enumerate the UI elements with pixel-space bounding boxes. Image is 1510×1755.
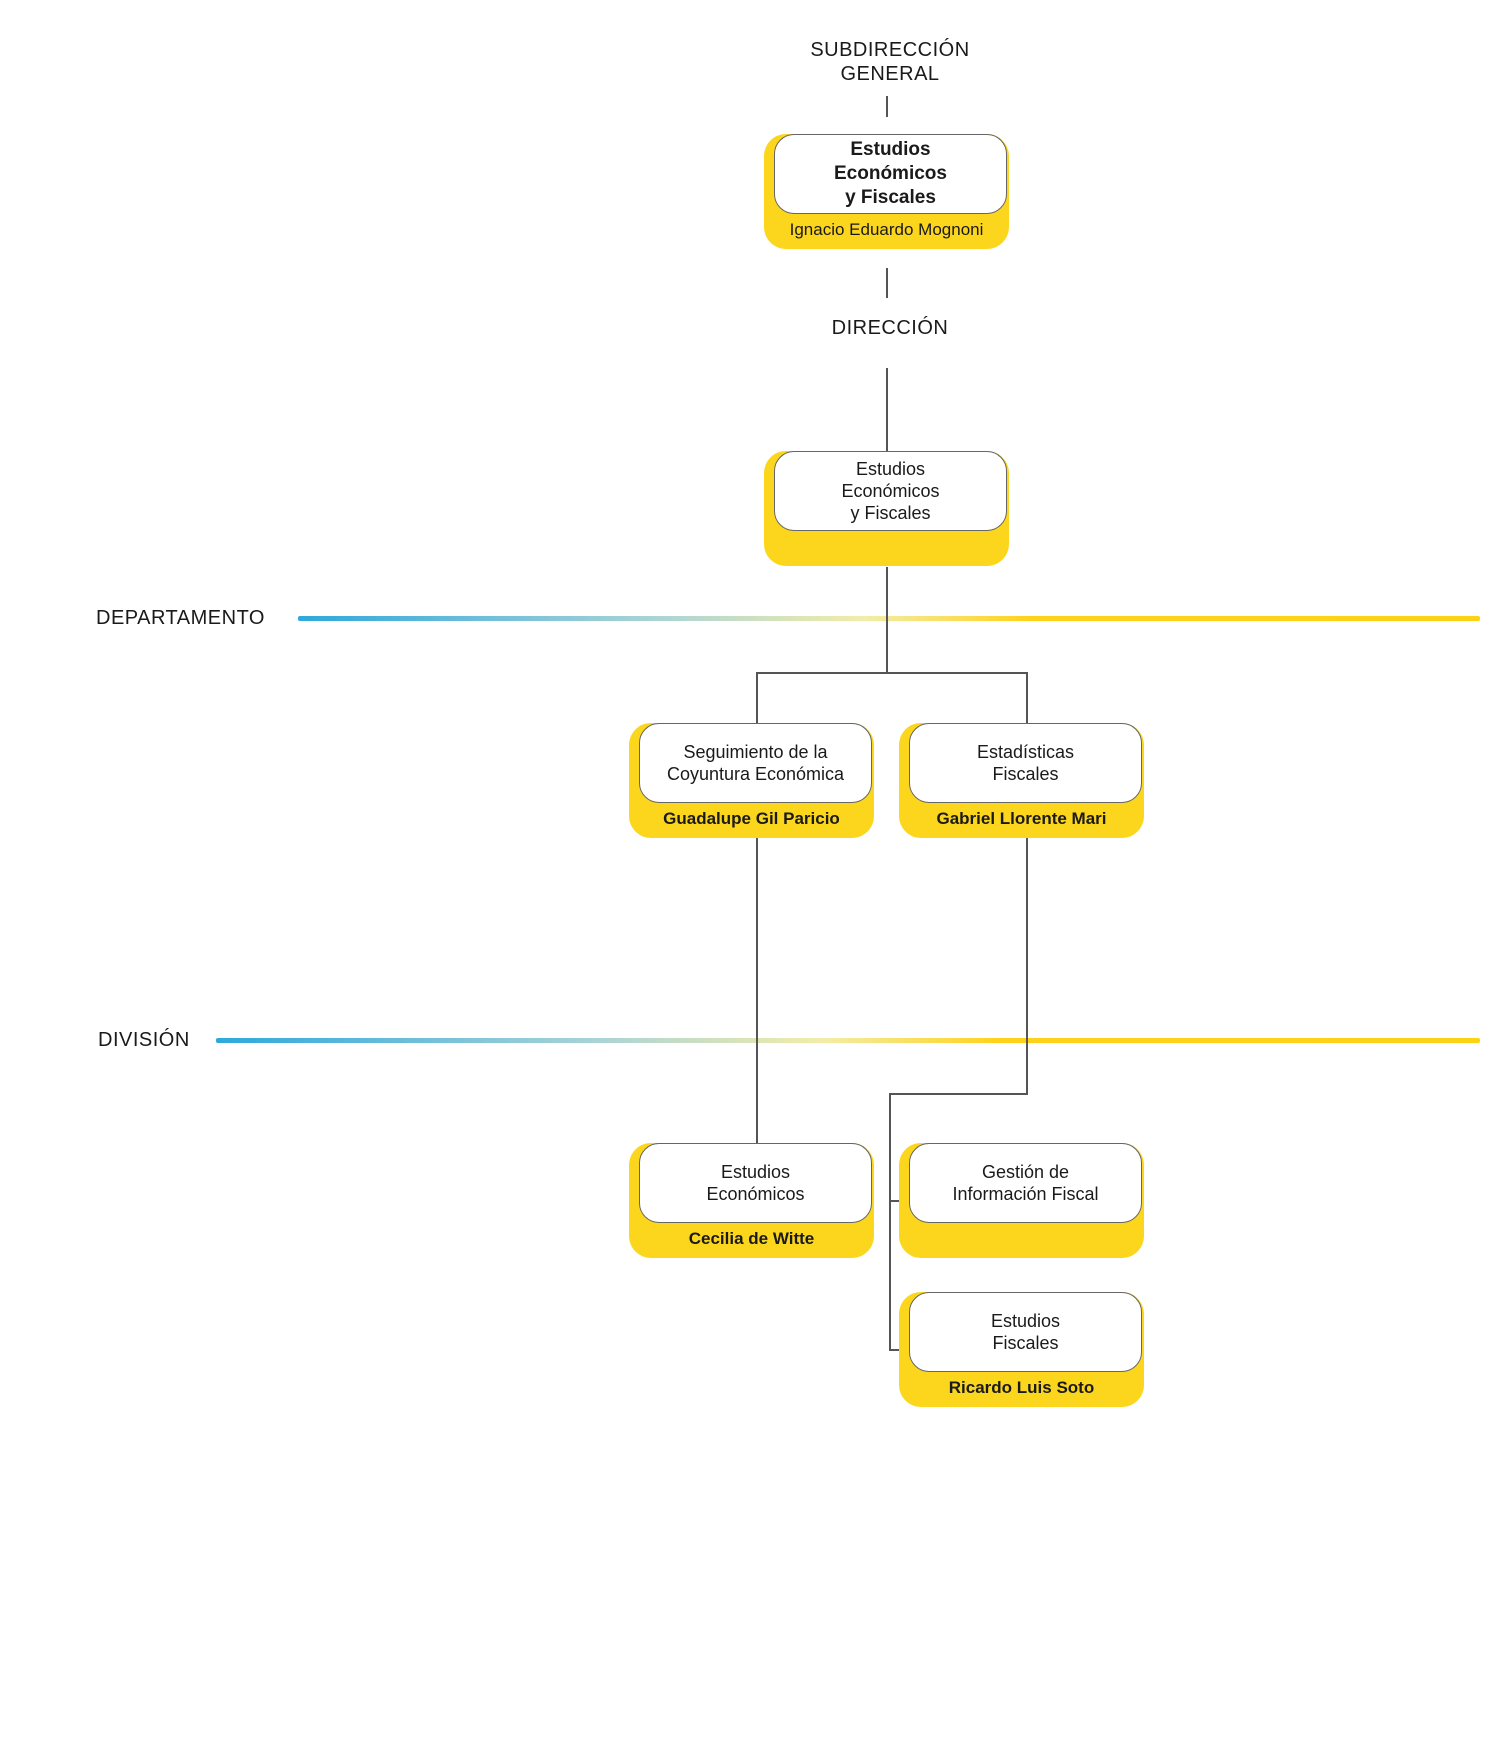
org-node-title: Seguimiento de la Coyuntura Económica xyxy=(639,723,872,803)
connector-estadisticas-down xyxy=(1026,838,1028,1094)
level-label-departamento: DEPARTAMENTO xyxy=(96,607,265,629)
connector-dept-seguimiento-top xyxy=(756,672,758,723)
connector-direccion xyxy=(886,368,888,452)
connector-direccion-to-departments xyxy=(886,567,888,673)
connector-to-estudios-fiscales xyxy=(889,1349,899,1351)
org-node-dept-seguimiento[interactable]: Seguimiento de la Coyuntura Económica Gu… xyxy=(629,723,874,838)
departamento-level-band xyxy=(298,616,1480,621)
division-level-band xyxy=(216,1038,1480,1043)
connector-department-split xyxy=(756,672,1028,674)
org-node-person: Guadalupe Gil Paricio xyxy=(663,809,840,828)
org-node-title: Estudios Fiscales xyxy=(909,1292,1142,1372)
level-label-division: DIVISIÓN xyxy=(98,1029,190,1051)
org-node-direccion-estudios[interactable]: Estudios Económicos y Fiscales xyxy=(764,451,1009,566)
connector-estadisticas-elbow xyxy=(889,1093,1028,1095)
level-label-direccion: DIRECCIÓN xyxy=(831,317,949,339)
connector-division-spine xyxy=(889,1093,891,1350)
org-node-person: Ricardo Luis Soto xyxy=(948,1378,1095,1397)
org-node-dept-estadisticas[interactable]: Estadísticas Fiscales Gabriel Llorente M… xyxy=(899,723,1144,838)
org-node-person: Cecilia de Witte xyxy=(688,1229,815,1248)
org-node-title: Estadísticas Fiscales xyxy=(909,723,1142,803)
org-node-subdireccion-estudios[interactable]: Estudios Económicos y Fiscales Ignacio E… xyxy=(764,134,1009,249)
org-node-person xyxy=(764,535,1009,559)
org-node-div-estudios-fiscales[interactable]: Estudios Fiscales Ricardo Luis Soto xyxy=(899,1292,1144,1407)
org-node-person: Gabriel Llorente Mari xyxy=(936,809,1107,828)
org-node-person: Ignacio Eduardo Mognoni xyxy=(789,220,984,239)
connector-subdireccion-top xyxy=(886,96,888,117)
org-node-div-estudios-economicos[interactable]: Estudios Económicos Cecilia de Witte xyxy=(629,1143,874,1258)
org-node-person xyxy=(899,1227,1144,1251)
connector-subdireccion-bottom xyxy=(886,268,888,298)
org-node-title: Estudios Económicos y Fiscales xyxy=(774,451,1007,531)
org-node-div-gestion-informacion[interactable]: Gestión de Información Fiscal xyxy=(899,1143,1144,1258)
level-label-subdireccion-general: SUBDIRECCIÓN GENERAL xyxy=(810,39,970,85)
org-node-title: Estudios Económicos y Fiscales xyxy=(774,134,1007,214)
connector-to-gestion-informacion xyxy=(889,1200,899,1202)
connector-dept-estadisticas-top xyxy=(1026,672,1028,723)
org-node-title: Estudios Económicos xyxy=(639,1143,872,1223)
connector-seguimiento-to-estudios-economicos xyxy=(756,838,758,1144)
org-node-title: Gestión de Información Fiscal xyxy=(909,1143,1142,1223)
